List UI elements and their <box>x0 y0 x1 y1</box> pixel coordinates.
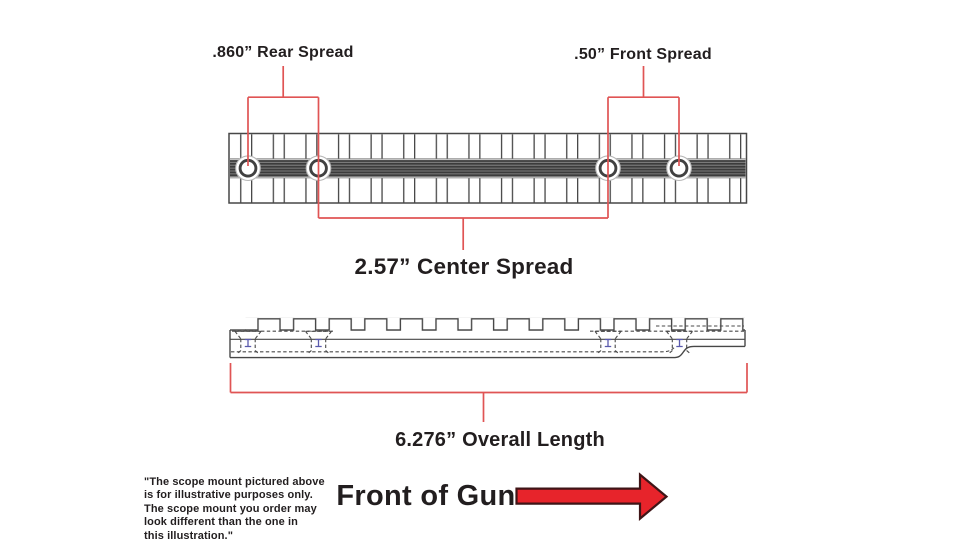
disclaimer-text: "The scope mount pictured above is for i… <box>144 476 325 542</box>
screw-side <box>234 330 262 354</box>
screw-side <box>665 330 694 354</box>
rear-spread-label: .860” Rear Spread <box>212 44 354 61</box>
overall-length-label: 6.276” Overall Length <box>395 429 605 451</box>
center-spread-label: 2.57” Center Spread <box>354 254 574 279</box>
side-teeth-profile <box>245 317 745 331</box>
screws-side-view <box>234 330 694 354</box>
screw-side <box>594 330 622 354</box>
center-spread-dimension-lines <box>318 217 608 250</box>
front-spread-label: .50” Front Spread <box>574 46 712 63</box>
side-bottom-step-edge <box>230 345 745 359</box>
rail-top-teeth-upper <box>230 134 746 159</box>
overall-length-dimension-lines <box>229 363 748 422</box>
rail-top-view <box>228 132 748 204</box>
screw-side <box>304 330 333 354</box>
front-of-gun-label: Front of Gun <box>336 480 516 512</box>
right-arrow-icon <box>515 472 669 521</box>
rear-spread-dimension-lines <box>247 66 320 218</box>
front-spread-dimension-lines <box>607 66 680 218</box>
rail-top-teeth-lower <box>230 178 746 203</box>
rail-side-view <box>229 317 746 359</box>
